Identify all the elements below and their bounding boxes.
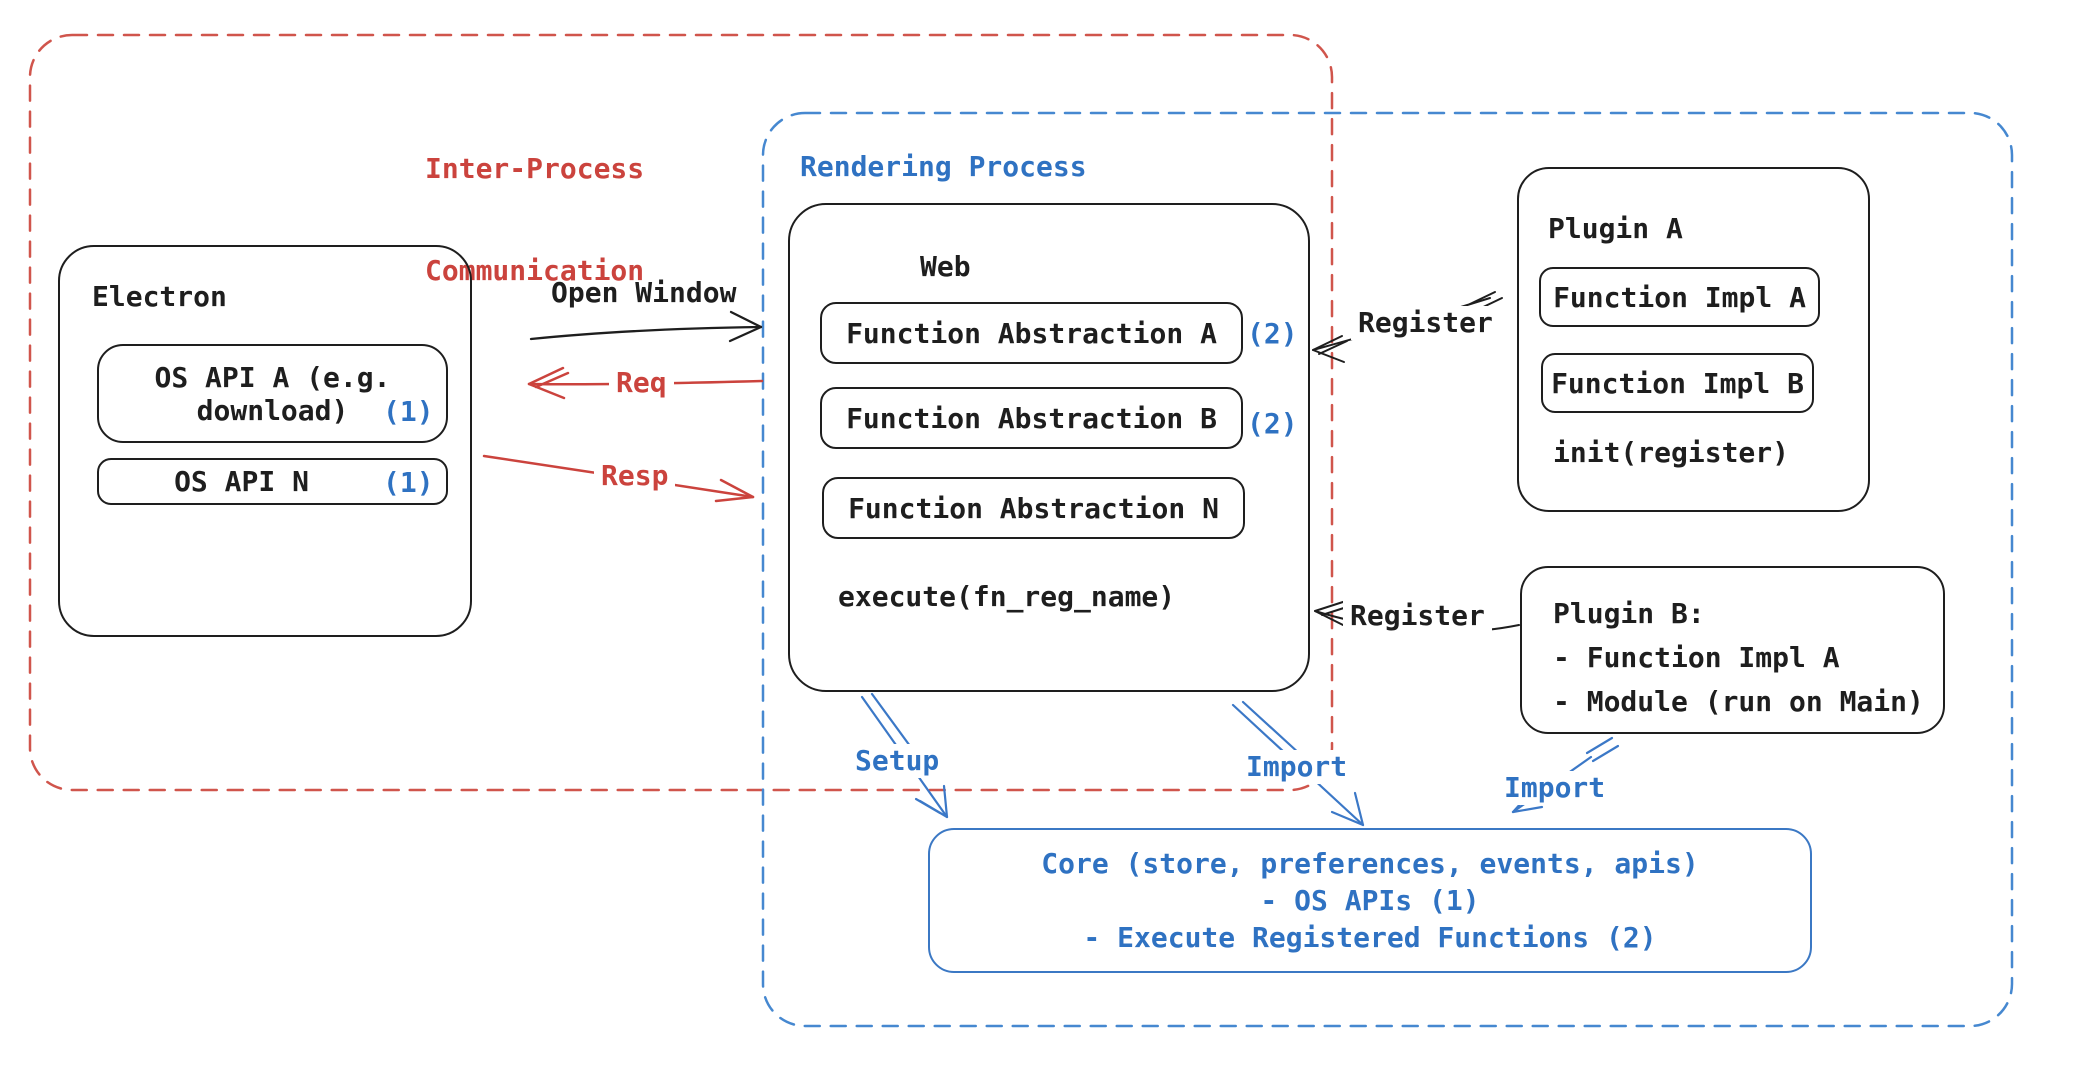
plugin-b-item-module: - Module (run on Main) xyxy=(1553,685,1924,718)
function-abstraction-a-label: Function Abstraction A xyxy=(846,316,1217,350)
electron-title: Electron xyxy=(92,280,227,313)
init-register-label: init(register) xyxy=(1553,436,1790,469)
core-title: Core (store, preferences, events, apis) xyxy=(1041,847,1699,880)
setup-arrowhead xyxy=(914,784,949,819)
rendering-region-title: Rendering Process xyxy=(800,150,1087,183)
import-web-label: Import xyxy=(1239,750,1355,784)
import-plugin-label: Import xyxy=(1497,771,1613,805)
os-api-n-box: OS API N xyxy=(97,458,448,505)
plugin-b-title: Plugin B: xyxy=(1553,597,1705,630)
req-label: Req xyxy=(609,366,674,400)
plugin-a-title: Plugin A xyxy=(1548,212,1683,245)
function-impl-b-label: Function Impl B xyxy=(1551,366,1804,400)
function-impl-a-label: Function Impl A xyxy=(1553,280,1806,314)
function-abstraction-a-badge: (2) xyxy=(1247,317,1298,350)
plugin-b-box: Plugin B: - Function Impl A - Module (ru… xyxy=(1520,566,1945,734)
function-abstraction-b-badge: (2) xyxy=(1247,407,1298,440)
electron-box xyxy=(58,245,472,637)
function-impl-b-box: Function Impl B xyxy=(1541,353,1814,413)
web-title: Web xyxy=(920,250,971,283)
function-impl-a-box: Function Impl A xyxy=(1539,267,1820,327)
web-box xyxy=(788,203,1310,692)
open-window-arrow-line xyxy=(529,325,763,341)
plugin-b-item-function-impl-a: - Function Impl A xyxy=(1553,641,1840,674)
register-bottom-label: Register xyxy=(1343,599,1492,633)
execute-label: execute(fn_reg_name) xyxy=(838,580,1176,613)
os-api-a-box: OS API A (e.g. download) xyxy=(97,344,448,443)
plugin-a-box xyxy=(1517,167,1870,512)
os-api-a-label-line1: OS API A (e.g. xyxy=(154,360,391,394)
register-top-arrowhead xyxy=(1312,335,1348,363)
core-item-execute-registered: - Execute Registered Functions (2) xyxy=(1083,921,1657,954)
resp-arrowhead xyxy=(714,478,755,503)
resp-label: Resp xyxy=(594,459,676,493)
import-web-arrowhead xyxy=(1330,791,1365,827)
function-abstraction-b-label: Function Abstraction B xyxy=(846,401,1217,435)
open-window-label: Open Window xyxy=(551,276,737,309)
core-box: Core (store, preferences, events, apis) … xyxy=(928,828,1812,973)
ipc-region-title-line1: Inter-Process xyxy=(425,152,645,185)
function-abstraction-n-label: Function Abstraction N xyxy=(848,491,1219,525)
function-abstraction-b-box: Function Abstraction B xyxy=(820,387,1243,449)
import-web-arrow-echo xyxy=(1241,700,1303,757)
open-window-arrowhead xyxy=(728,310,763,343)
os-api-a-badge: (1) xyxy=(383,395,434,428)
core-item-os-apis: - OS APIs (1) xyxy=(1260,884,1480,917)
register-top-label: Register xyxy=(1351,306,1500,340)
import-plugin-tail-hatch xyxy=(1585,736,1620,763)
req-arrowhead xyxy=(527,366,570,400)
open-window-arrow xyxy=(529,310,763,343)
os-api-n-badge: (1) xyxy=(383,466,434,499)
os-api-a-label-line2: download) xyxy=(196,393,349,427)
os-api-n-label: OS API N xyxy=(174,465,309,498)
function-abstraction-a-box: Function Abstraction A xyxy=(820,302,1243,364)
ipc-region-border xyxy=(28,33,1334,792)
rendering-region-border xyxy=(761,111,2014,1028)
function-abstraction-n-box: Function Abstraction N xyxy=(822,477,1245,539)
setup-label: Setup xyxy=(848,744,947,778)
